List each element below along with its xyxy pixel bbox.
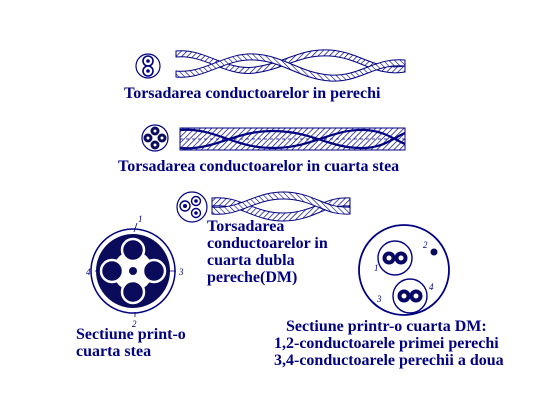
star-section-number-4: 4: [86, 267, 91, 277]
pair-cross-section-icon: [135, 53, 161, 79]
dm-section-number-3: 3: [376, 294, 382, 304]
star-section-number-3: 3: [178, 267, 184, 277]
caption-section-star: Sectiune print-o cuarta stea: [76, 326, 186, 360]
twisted-pair-cable: [175, 49, 406, 82]
caption-dm-quad: Torsadarea conductoarelor in cuarta dubl…: [207, 218, 328, 286]
star-section-number-1: 1: [138, 214, 143, 224]
star-section-number-2: 2: [132, 319, 137, 329]
dm-section-number-1: 1: [374, 263, 379, 273]
caption-section-dm-line: Sectiune printr-o cuarta DM:: [286, 318, 487, 335]
dm-quad-section-drawing: 1 2 3 4: [358, 224, 450, 316]
star-quad-section-drawing: 1 2 3 4: [86, 214, 184, 329]
caption-section-star-line: cuarta stea: [76, 343, 152, 360]
dm-section-number-4: 4: [429, 282, 434, 292]
caption-section-dm-line: 3,4-conductoarele perechii a doua: [274, 352, 504, 369]
caption-dm-quad-line: cuarta dubla: [207, 252, 295, 269]
caption-section-dm: Sectiune printr-o cuarta DM: 1,2-conduct…: [274, 318, 504, 369]
caption-section-star-line: Sectiune print-o: [76, 326, 186, 343]
caption-twisted-pairs: Torsadarea conductoarelor in perechi: [124, 85, 381, 102]
star-quad-cross-section-icon: [141, 124, 169, 152]
dm-section-number-2: 2: [423, 240, 428, 250]
star-quad-cable: [179, 127, 406, 151]
caption-dm-quad-line: Torsadarea: [207, 218, 285, 235]
caption-section-dm-line: 1,2-conductoarele primei perechi: [274, 335, 499, 352]
caption-dm-quad-line: conductoarelor in: [207, 235, 328, 252]
caption-star-quad: Torsadarea conductoarelor in cuarta stea: [118, 158, 400, 175]
dm-quad-cross-section-icon: [176, 191, 208, 223]
dm-quad-cable: [211, 191, 351, 222]
caption-dm-quad-line: pereche(DM): [207, 269, 298, 286]
